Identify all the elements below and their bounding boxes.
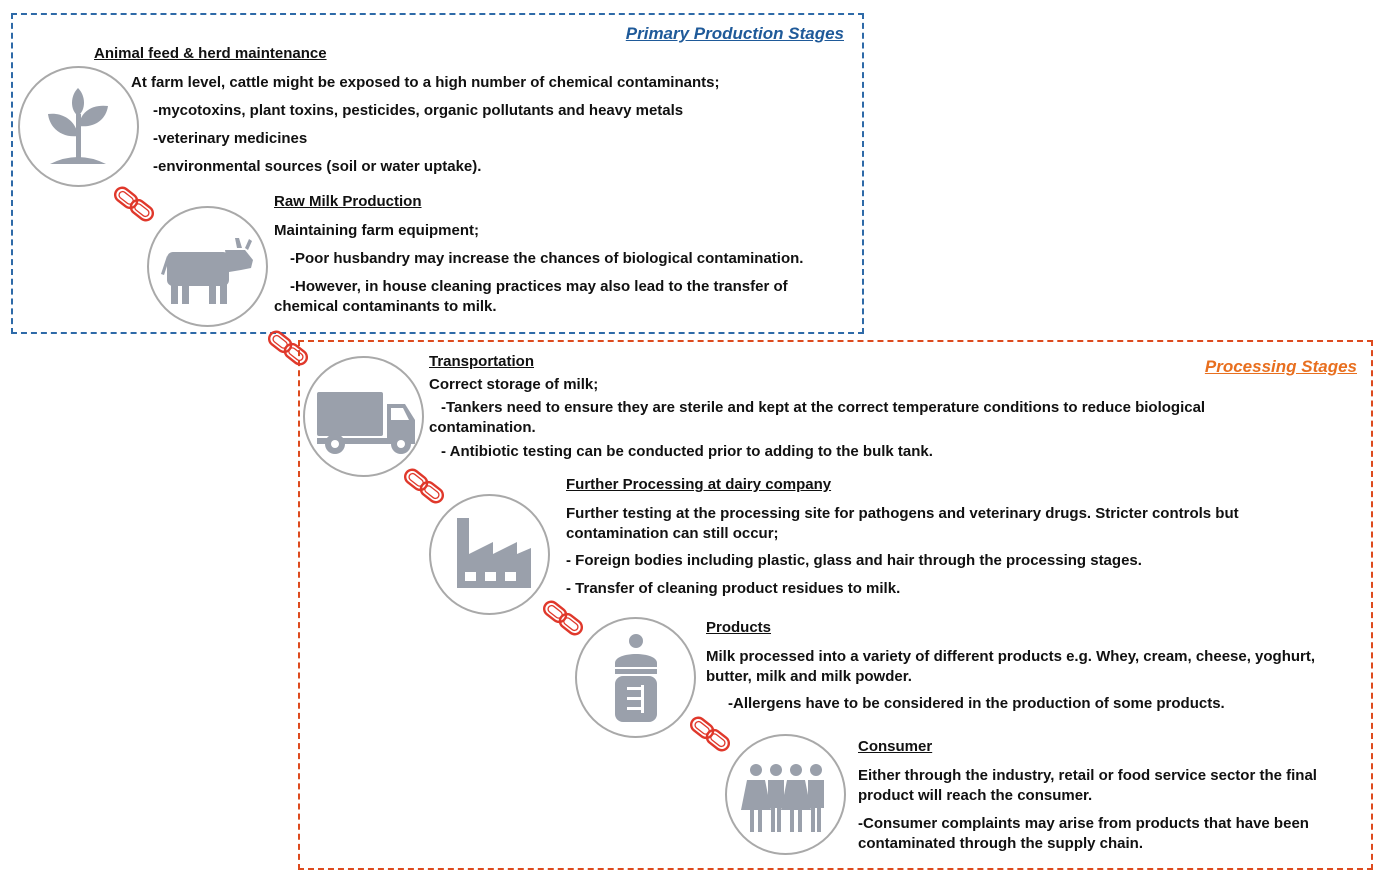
- stage-title-raw-milk: Raw Milk Production: [274, 193, 422, 210]
- stage-title-products: Products: [706, 619, 772, 636]
- stage-text: -However, in house cleaning practices ma…: [274, 278, 788, 315]
- chain-link-icon: [265, 328, 311, 368]
- stage-title-transportation: Transportation: [429, 353, 535, 370]
- factory-icon: [429, 494, 550, 615]
- chain-link-icon: [111, 184, 157, 224]
- stage-text: -environmental sources (soil or water up…: [153, 158, 482, 175]
- stage-text: - Transfer of cleaning product residues …: [566, 580, 901, 597]
- stage-text: Further testing at the processing site f…: [566, 505, 1239, 542]
- stage-text: -mycotoxins, plant toxins, pesticides, o…: [153, 102, 684, 119]
- stage-text: -Poor husbandry may increase the chances…: [290, 250, 804, 267]
- stage-text: -Consumer complaints may arise from prod…: [858, 815, 1309, 852]
- stage-text: At farm level, cattle might be exposed t…: [131, 74, 720, 91]
- chain-link-icon: [540, 598, 586, 638]
- stage-title-animal-feed: Animal feed & herd maintenance: [94, 45, 327, 62]
- processing-section-title: Processing Stages: [1204, 357, 1357, 376]
- people-icon: [725, 734, 846, 855]
- primary-production-box: Primary Production Stages: [11, 13, 864, 334]
- stage-text: -Tankers need to ensure they are sterile…: [429, 399, 1206, 436]
- stage-title-consumer: Consumer: [858, 738, 933, 755]
- stage-text: Maintaining farm equipment;: [274, 222, 480, 239]
- primary-section-title: Primary Production Stages: [625, 24, 844, 43]
- stage-text: Correct storage of milk;: [429, 376, 599, 393]
- stage-text: -Allergens have to be considered in the …: [728, 695, 1225, 712]
- truck-icon: [303, 356, 424, 477]
- stage-text: - Antibiotic testing can be conducted pr…: [441, 443, 933, 460]
- stage-text: -veterinary medicines: [153, 130, 308, 147]
- stage-title-further-processing: Further Processing at dairy company: [566, 476, 832, 493]
- cow-icon: [147, 206, 268, 327]
- chain-link-icon: [401, 466, 447, 506]
- stage-text: Either through the industry, retail or f…: [858, 767, 1317, 804]
- chain-link-icon: [687, 714, 733, 754]
- stage-text: Milk processed into a variety of differe…: [706, 648, 1316, 685]
- bottle-icon: [575, 617, 696, 738]
- plant-icon: [18, 66, 139, 187]
- stage-text: - Foreign bodies including plastic, glas…: [566, 552, 1142, 569]
